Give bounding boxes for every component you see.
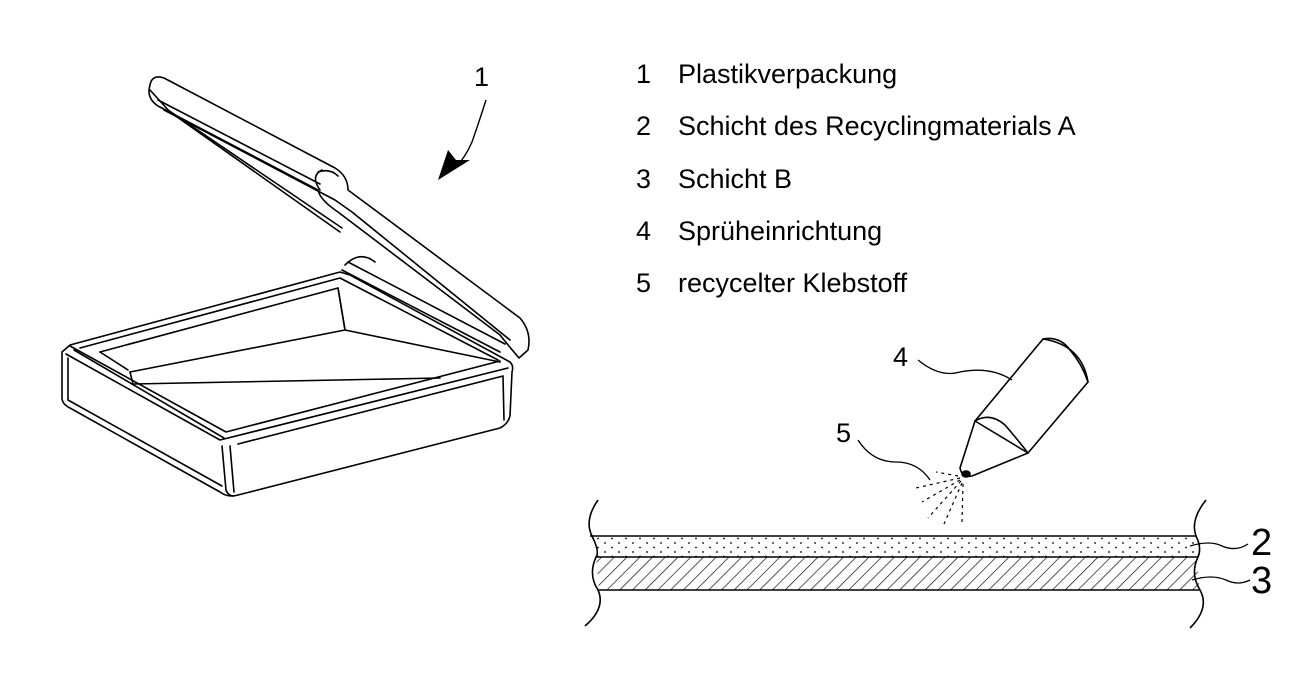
legend-item: 4 Sprüheinrichtung (636, 213, 1076, 265)
legend-item: 5 recycelter Klebstoff (636, 265, 1076, 317)
legend-number: 4 (636, 215, 652, 246)
adhesive-spray (915, 471, 964, 525)
legend-text: recycelter Klebstoff (678, 268, 908, 299)
legend-number: 2 (636, 111, 652, 142)
callout-3-leader (1191, 576, 1251, 584)
legend-number: 1 (636, 59, 652, 89)
legend-text: Schicht des Recyclingmaterials A (678, 111, 1076, 142)
legend: 1 Plastikverpackung 2 Schicht des Recycl… (636, 56, 1076, 317)
legend-item: 3 Schicht B (636, 161, 1076, 213)
layer-outlines (584, 499, 1207, 629)
layer-a-recycling-material (592, 536, 1196, 557)
callout-label-5: 5 (836, 418, 852, 448)
layer-b (596, 557, 1200, 590)
callout-label-3: 3 (1251, 560, 1273, 602)
legend-text: Sprüheinrichtung (678, 215, 883, 246)
legend-text: Schicht B (678, 163, 793, 194)
callout-4-leader (917, 359, 1013, 381)
legend-item: 2 Schicht des Recyclingmaterials A (636, 108, 1076, 160)
callout-1-arrow (438, 99, 487, 180)
callout-label-1: 1 (474, 62, 490, 92)
legend-text: Plastikverpackung (678, 59, 898, 89)
callout-2-leader (1189, 542, 1249, 550)
plastic-packaging-drawing (61, 76, 530, 497)
legend-number: 3 (636, 163, 652, 194)
callout-label-2: 2 (1251, 522, 1273, 564)
legend-number: 5 (636, 268, 652, 299)
callout-label-4: 4 (893, 342, 909, 372)
legend-item: 1 Plastikverpackung (636, 56, 1076, 108)
spray-device-drawing (959, 337, 1089, 478)
callout-5-leader (857, 439, 931, 481)
